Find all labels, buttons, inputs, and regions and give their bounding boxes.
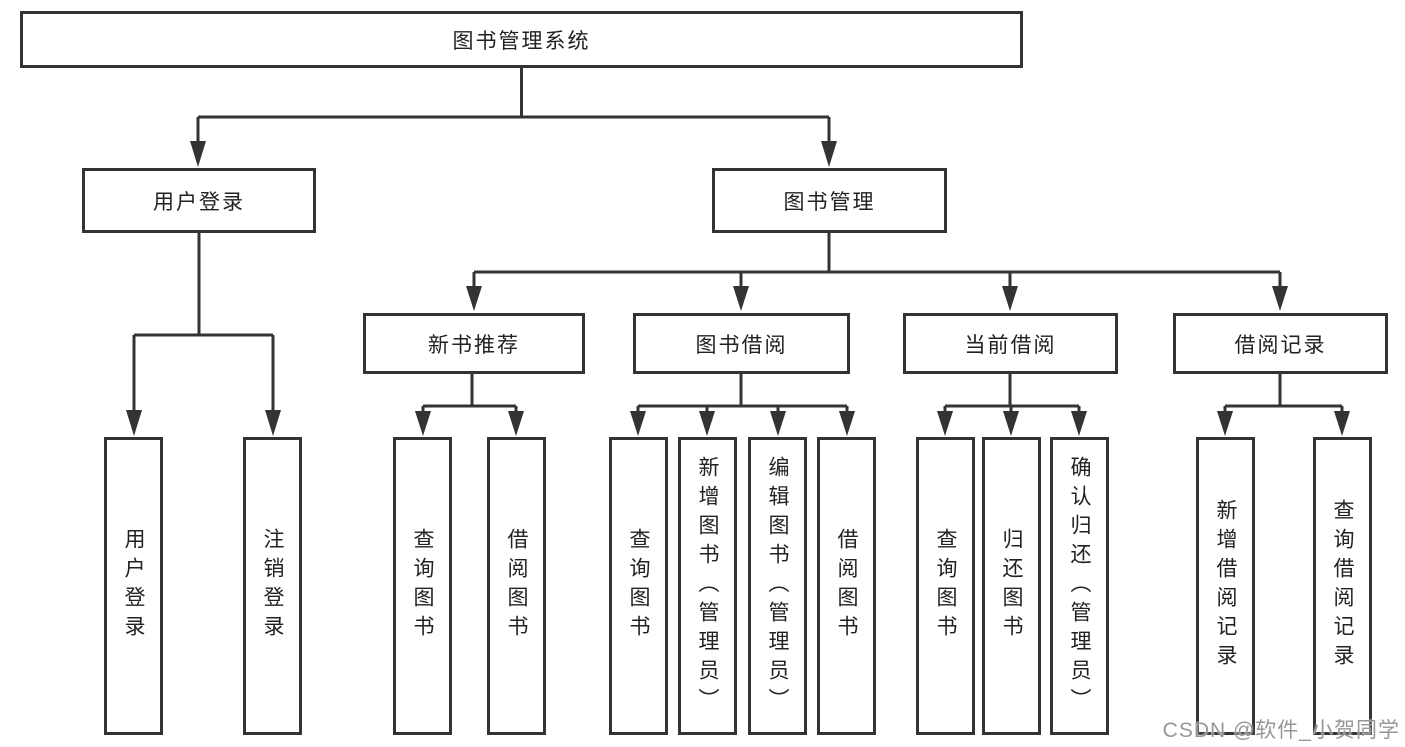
leaf-query-books-recommend: 查询图书 [393, 437, 452, 735]
arrow-head [508, 411, 524, 436]
arrow-head [937, 411, 953, 436]
leaf-borrow-books-label: 借阅图书 [835, 528, 858, 644]
arrow-head [630, 411, 646, 436]
node-user-login: 用户登录 [82, 168, 316, 233]
leaf-add-borrow-record-label: 新增借阅记录 [1214, 499, 1237, 673]
leaf-edit-books-admin-label: 编辑图书（管理员） [766, 455, 789, 717]
leaf-query-books-borrow-label: 查询图书 [627, 528, 650, 644]
arrow-head [770, 411, 786, 436]
leaf-add-borrow-record: 新增借阅记录 [1196, 437, 1255, 735]
arrow-head [265, 410, 281, 436]
node-current-borrowing-label: 当前借阅 [964, 333, 1057, 357]
leaf-query-books-borrow: 查询图书 [609, 437, 668, 735]
arrow-head [1003, 411, 1019, 436]
leaf-user-login: 用户登录 [104, 437, 163, 735]
leaf-query-books-current-label: 查询图书 [934, 528, 957, 644]
node-book-borrowing-label: 图书借阅 [695, 333, 788, 357]
connector-borrowrecords-to-leaves [1217, 374, 1350, 436]
node-current-borrowing: 当前借阅 [903, 313, 1118, 374]
leaf-add-books-admin-label: 新增图书（管理员） [696, 455, 719, 717]
leaf-borrow-books-recommend: 借阅图书 [487, 437, 546, 735]
node-new-book-recommendation: 新书推荐 [363, 313, 585, 374]
connector-userlogin-to-leaves [126, 231, 281, 436]
node-book-management: 图书管理 [712, 168, 947, 233]
connector-bookborrow-to-leaves [630, 374, 855, 436]
arrow-head [466, 286, 482, 311]
arrow-head [733, 286, 749, 311]
arrow-head [126, 410, 142, 436]
arrow-head [190, 141, 206, 167]
leaf-query-books-recommend-label: 查询图书 [411, 528, 434, 644]
leaf-query-borrow-record-label: 查询借阅记录 [1331, 499, 1354, 673]
arrow-head [1002, 286, 1018, 311]
arrow-head [839, 411, 855, 436]
connector-currentborrow-to-leaves [937, 374, 1087, 436]
arrow-head [415, 411, 431, 436]
arrow-head [1272, 286, 1288, 311]
connector-newbook-to-leaves [415, 374, 524, 436]
node-library-system-label: 图书管理系统 [452, 29, 591, 53]
node-library-system: 图书管理系统 [20, 11, 1023, 68]
csdn-watermark: CSDN @软件_小贺同学 [1162, 719, 1400, 742]
leaf-return-books-label: 归还图书 [1000, 528, 1023, 644]
connector-bookmgmt-to-level3 [466, 231, 1288, 311]
leaf-user-login-label: 用户登录 [122, 528, 145, 644]
leaf-add-books-admin: 新增图书（管理员） [678, 437, 737, 735]
node-new-book-recommendation-label: 新书推荐 [428, 333, 520, 357]
leaf-confirm-return-admin: 确认归还（管理员） [1050, 437, 1109, 735]
node-book-borrowing: 图书借阅 [633, 313, 850, 374]
arrow-head [699, 411, 715, 436]
node-borrowing-records: 借阅记录 [1173, 313, 1388, 374]
node-book-management-label: 图书管理 [783, 190, 876, 214]
arrow-head [821, 141, 837, 167]
leaf-logout-label: 注销登录 [261, 528, 284, 644]
arrow-head [1071, 411, 1087, 436]
node-borrowing-records-label: 借阅记录 [1234, 333, 1327, 357]
leaf-logout: 注销登录 [243, 437, 302, 735]
arrow-head [1217, 411, 1233, 436]
arrow-head [1334, 411, 1350, 436]
leaf-query-borrow-record: 查询借阅记录 [1313, 437, 1372, 735]
leaf-confirm-return-admin-label: 确认归还（管理员） [1068, 455, 1091, 717]
connector-root-to-level2 [190, 66, 837, 167]
leaf-borrow-books-recommend-label: 借阅图书 [505, 528, 528, 644]
node-user-login-label: 用户登录 [153, 190, 245, 214]
leaf-borrow-books: 借阅图书 [817, 437, 876, 735]
leaf-return-books: 归还图书 [982, 437, 1041, 735]
leaf-query-books-current: 查询图书 [916, 437, 975, 735]
leaf-edit-books-admin: 编辑图书（管理员） [748, 437, 807, 735]
